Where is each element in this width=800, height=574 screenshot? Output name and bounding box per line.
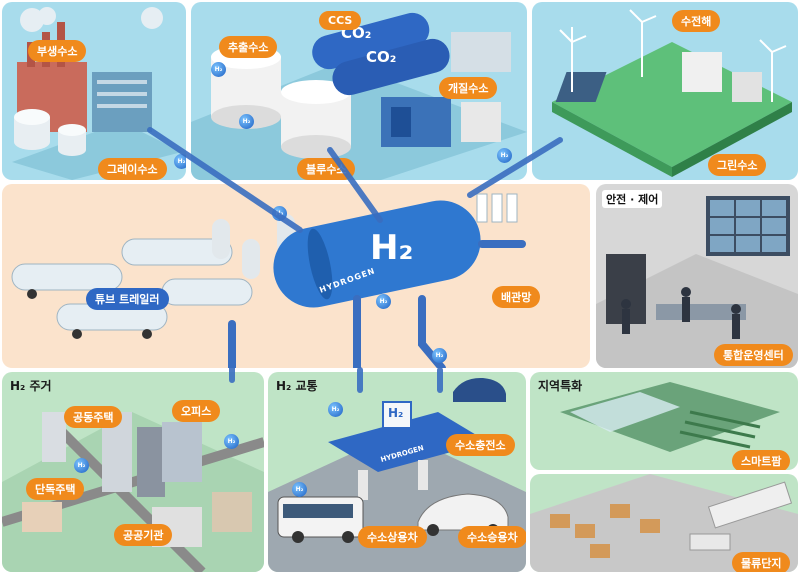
apartment-label: 공동주택: [64, 406, 123, 428]
h2-bubble-icon: H₂: [328, 402, 343, 417]
blue-hydrogen-label: 블루수소: [297, 158, 356, 180]
house-label: 단독주택: [26, 478, 85, 500]
tube-trailer-label: 튜브 트레일러: [86, 288, 169, 310]
h2-bubble-icon: H₂: [497, 148, 512, 163]
logistics-panel: 물류단지: [530, 474, 798, 572]
station-label: 수소충전소: [446, 434, 515, 456]
h2-bubble-icon: H₂: [432, 348, 447, 363]
h2-bubble-icon: H₂: [376, 294, 391, 309]
transport-title: H₂ 교통: [276, 379, 318, 393]
h2-bubble-icon: H₂: [272, 206, 287, 221]
green-hydrogen-panel: 수전해 그린수소: [532, 2, 798, 180]
h2-bubble-icon: H₂: [224, 434, 239, 449]
regional-title: 지역특화: [538, 379, 583, 393]
byproduct-grey-panel: 부생수소 그레이수소 H₂: [2, 2, 186, 180]
h2-bubble-icon: H₂: [74, 458, 89, 473]
grey-hydrogen-label: 그레이수소: [98, 158, 167, 180]
hub-illustration: [11, 193, 526, 368]
co2-tank-label-b: CO₂: [366, 48, 397, 66]
pipeline-label: 배관망: [492, 286, 541, 308]
warehouse-illustration: [530, 474, 798, 572]
extraction-blue-panel: CO₂ CO₂ CCS 추출수소 개질수소 블루수소 H₂ H₂ H₂: [191, 2, 527, 180]
reforming-hydrogen-label: 개질수소: [439, 77, 498, 99]
hydrogen-hub-panel: H₂ HYDROGEN 튜브 트레일러 배관망 H₂ H₂ H₂: [2, 184, 590, 368]
control-title: 안전 · 제어: [602, 190, 663, 208]
station-sign-text: H₂: [388, 406, 404, 420]
extraction-hydrogen-label: 추출수소: [219, 36, 278, 58]
h2-bubble-icon: H₂: [211, 62, 226, 77]
ccs-label: CCS: [319, 11, 362, 30]
h2-bubble-icon: H₂: [174, 154, 186, 169]
transport-panel: H₂ HYDROGEN H₂ 교통 수소충전소 수소상용차 수소승용차 H₂ H…: [268, 372, 526, 572]
city-illustration: [2, 412, 264, 572]
logistics-label: 물류단지: [732, 552, 791, 572]
control-center-panel: 안전 · 제어 통합운영센터: [596, 184, 798, 368]
control-room-illustration: [596, 196, 798, 368]
bus-label: 수소상용차: [358, 526, 427, 548]
electrolysis-label: 수전해: [672, 10, 721, 32]
smartfarm-panel: 지역특화 스마트팜: [530, 372, 798, 470]
factory-illustration: [12, 7, 182, 180]
car-label: 수소승용차: [458, 526, 526, 548]
office-label: 오피스: [172, 400, 221, 422]
h2-bubble-icon: H₂: [292, 482, 307, 497]
integrated-center-label: 통합운영센터: [714, 344, 793, 366]
green-hydrogen-label: 그린수소: [708, 154, 767, 176]
wind-solar-illustration: [552, 9, 792, 177]
byproduct-hydrogen-label: 부생수소: [28, 40, 87, 62]
housing-panel: H₂ 주거 공동주택 오피스 단독주택 공공기관 H₂ H₂: [2, 372, 264, 572]
smartfarm-label: 스마트팜: [732, 450, 791, 470]
public-label: 공공기관: [114, 524, 173, 546]
h2-bubble-icon: H₂: [239, 114, 254, 129]
tank-h2-text: H₂: [370, 228, 414, 268]
housing-title: H₂ 주거: [10, 379, 52, 393]
greenhouse-illustration: [560, 382, 780, 452]
